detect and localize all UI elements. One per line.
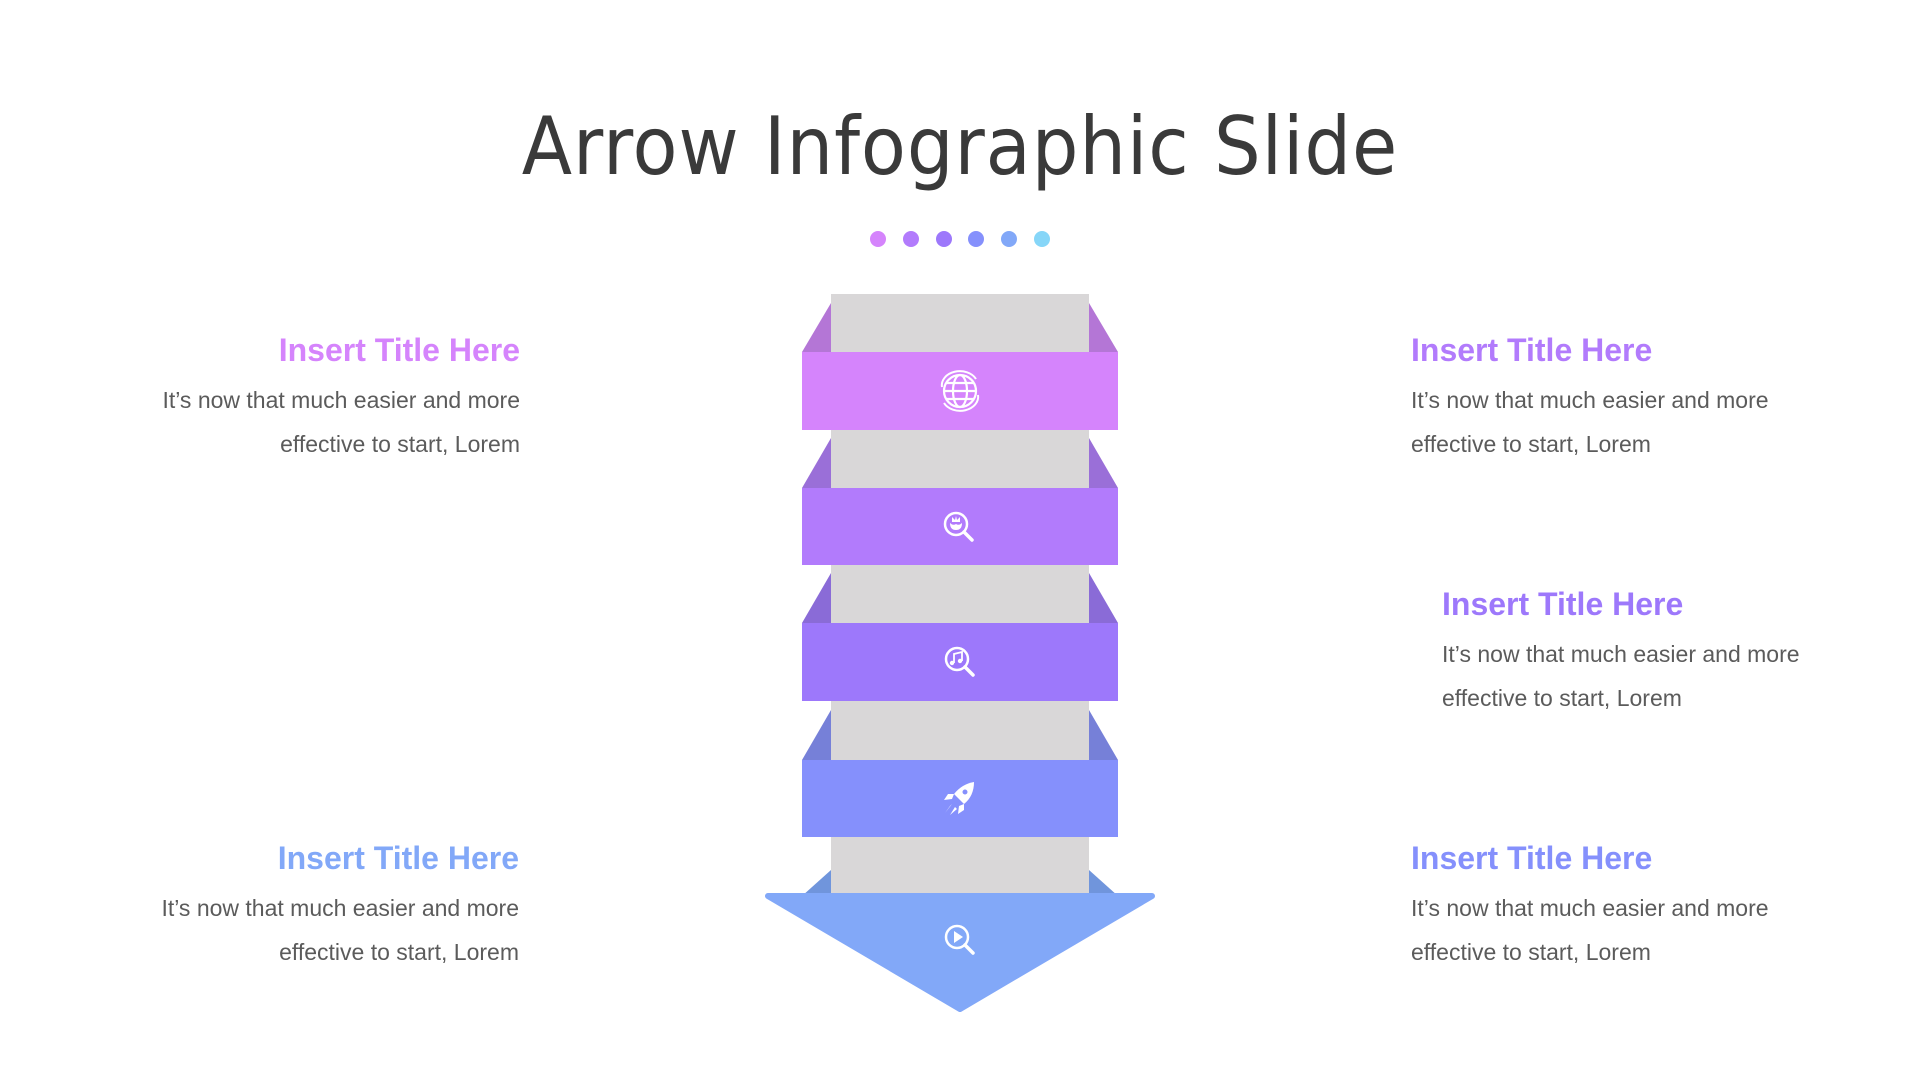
block-body: It’s now that much easier and more effect…	[1411, 886, 1851, 974]
text-block-right-middle: Insert Title Here It’s now that much eas…	[1442, 584, 1882, 720]
step-4-left-fold	[802, 710, 831, 760]
globe-arrows-icon	[940, 370, 980, 412]
step-2-right-fold	[1089, 438, 1118, 488]
text-block-right-bottom: Insert Title Here It’s now that much eas…	[1411, 838, 1851, 974]
block-body-line-1: It’s now that much easier and more	[1411, 387, 1769, 413]
step-1-left-fold	[802, 303, 831, 352]
arrow-step-4	[802, 710, 1118, 837]
step-4-right-fold	[1089, 710, 1118, 760]
rocket-icon	[944, 782, 974, 815]
block-body: It’s now that much easier and more effect…	[100, 378, 520, 466]
block-body-line-2: effective to start, Lorem	[279, 939, 519, 965]
decorative-dots	[870, 231, 1050, 247]
arrow-head	[765, 893, 1155, 1012]
step-5-left-fold	[802, 870, 831, 896]
block-body-line-2: effective to start, Lorem	[1411, 431, 1651, 457]
arrow-step-3	[802, 573, 1118, 701]
step-2-left-fold	[802, 438, 831, 488]
block-title: Insert Title Here	[1411, 332, 1653, 368]
step-5-right-fold	[1089, 870, 1118, 896]
block-title: Insert Title Here	[277, 840, 519, 876]
block-body: It’s now that much easier and more effect…	[1442, 632, 1882, 720]
block-body-line-1: It’s now that much easier and more	[1442, 641, 1800, 667]
step-1-right-fold	[1089, 303, 1118, 352]
dot-5	[1001, 231, 1017, 247]
dot-4	[968, 231, 984, 247]
arrow-step-2	[802, 438, 1118, 565]
slide-title: Arrow Infographic Slide	[521, 100, 1399, 193]
search-music-icon	[944, 646, 975, 677]
block-body-line-2: effective to start, Lorem	[1442, 685, 1682, 711]
dot-3	[936, 231, 952, 247]
block-title: Insert Title Here	[278, 332, 520, 368]
block-body-line-1: It’s now that much easier and more	[162, 387, 520, 413]
dot-1	[870, 231, 886, 247]
search-flower-icon	[943, 511, 974, 542]
block-body-line-1: It’s now that much easier and more	[1411, 895, 1769, 921]
text-block-left-top: Insert Title Here It’s now that much eas…	[100, 330, 520, 466]
dot-6	[1034, 231, 1050, 247]
search-play-icon	[944, 924, 975, 955]
text-block-left-bottom: Insert Title Here It’s now that much eas…	[99, 838, 519, 974]
block-title: Insert Title Here	[1442, 586, 1684, 622]
block-body-line-1: It’s now that much easier and more	[161, 895, 519, 921]
block-title: Insert Title Here	[1411, 840, 1653, 876]
step-3-left-fold	[802, 573, 831, 623]
step-3-right-fold	[1089, 573, 1118, 623]
block-body: It’s now that much easier and more effect…	[1411, 378, 1851, 466]
block-body-line-2: effective to start, Lorem	[1411, 939, 1651, 965]
text-block-right-top: Insert Title Here It’s now that much eas…	[1411, 330, 1851, 466]
dot-2	[903, 231, 919, 247]
block-body: It’s now that much easier and more effect…	[99, 886, 519, 974]
block-body-line-2: effective to start, Lorem	[280, 431, 520, 457]
arrow-step-5	[765, 870, 1155, 1012]
arrow-step-1	[802, 303, 1118, 430]
